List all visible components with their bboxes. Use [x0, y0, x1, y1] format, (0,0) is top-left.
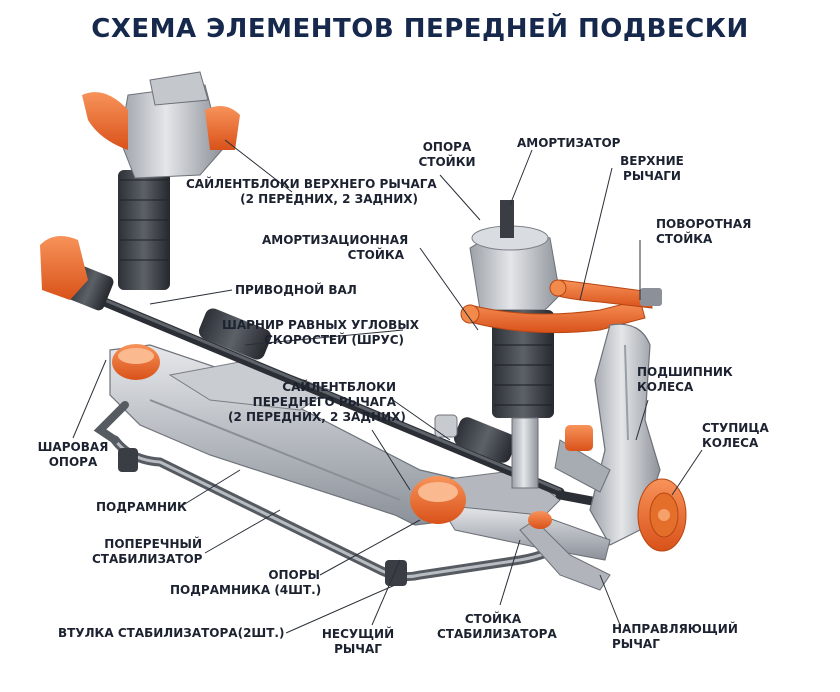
label-stab-link: СТОЙКА СТАБИЛИЗАТОРА [437, 612, 557, 641]
knuckle-shape [589, 323, 661, 546]
left-mount-shape [112, 344, 160, 380]
label-wheel-bearing: ПОДШИПНИК КОЛЕСА [637, 365, 733, 394]
label-subframe: ПОДРАМНИК [96, 500, 187, 514]
hub-shape [637, 478, 687, 552]
label-hub: СТУПИЦА КОЛЕСА [702, 421, 769, 450]
page-title: СХЕМА ЭЛЕМЕНТОВ ПЕРЕДНЕЙ ПОДВЕСКИ [91, 14, 749, 44]
label-strut-mount: ОПОРА СТОЙКИ [418, 140, 476, 169]
left-strut-shape [40, 71, 240, 300]
label-subframe-mounts: ОПОРЫ ПОДРАМНИКА (4ШТ.) [170, 568, 322, 597]
label-stabilizer: ПОПЕРЕЧНЫЙ СТАБИЛИЗАТОР [92, 537, 203, 566]
label-stab-bushing: ВТУЛКА СТАБИЛИЗАТОРА(2ШТ.) [58, 626, 285, 640]
label-guide-arm: НАПРАВЛЯЮЩИЙ РЫЧАГ [612, 622, 738, 651]
label-strut: АМОРТИЗАЦИОННАЯ СТОЙКА [262, 233, 409, 262]
bushing-shapes [410, 414, 593, 529]
label-drive-shaft: ПРИВОДНОЙ ВАЛ [235, 283, 357, 297]
right-strut-shape [469, 200, 561, 489]
label-cv-joint: ШАРНИР РАВНЫХ УГЛОВЫХ СКОРОСТЕЙ (ШРУС) [222, 318, 419, 347]
label-upper-arms: ВЕРХНИЕ РЫЧАГИ [620, 154, 684, 183]
lower-arms-shape [439, 439, 611, 591]
label-lower-arm: НЕСУЩИЙ РЫЧАГ [321, 627, 395, 656]
label-shock-absorber: АМОРТИЗАТОР [517, 136, 621, 150]
leader-lines [72, 139, 703, 634]
label-silentblocks-lower: САЙЛЕНТБЛОКИ ПЕРЕДНЕГО РЫЧАГА (2 ПЕРЕДНИ… [228, 380, 406, 424]
subframe-shape [109, 344, 561, 526]
upper-arms-shape [460, 279, 662, 334]
label-silentblocks-upper: САЙЛЕНТБЛОКИ ВЕРХНЕГО РЫЧАГА (2 ПЕРЕДНИХ… [186, 177, 437, 206]
label-knuckle: ПОВОРОТНАЯ СТОЙКА [656, 217, 752, 246]
label-ball-joint: ШАРОВАЯ ОПОРА [37, 440, 109, 469]
